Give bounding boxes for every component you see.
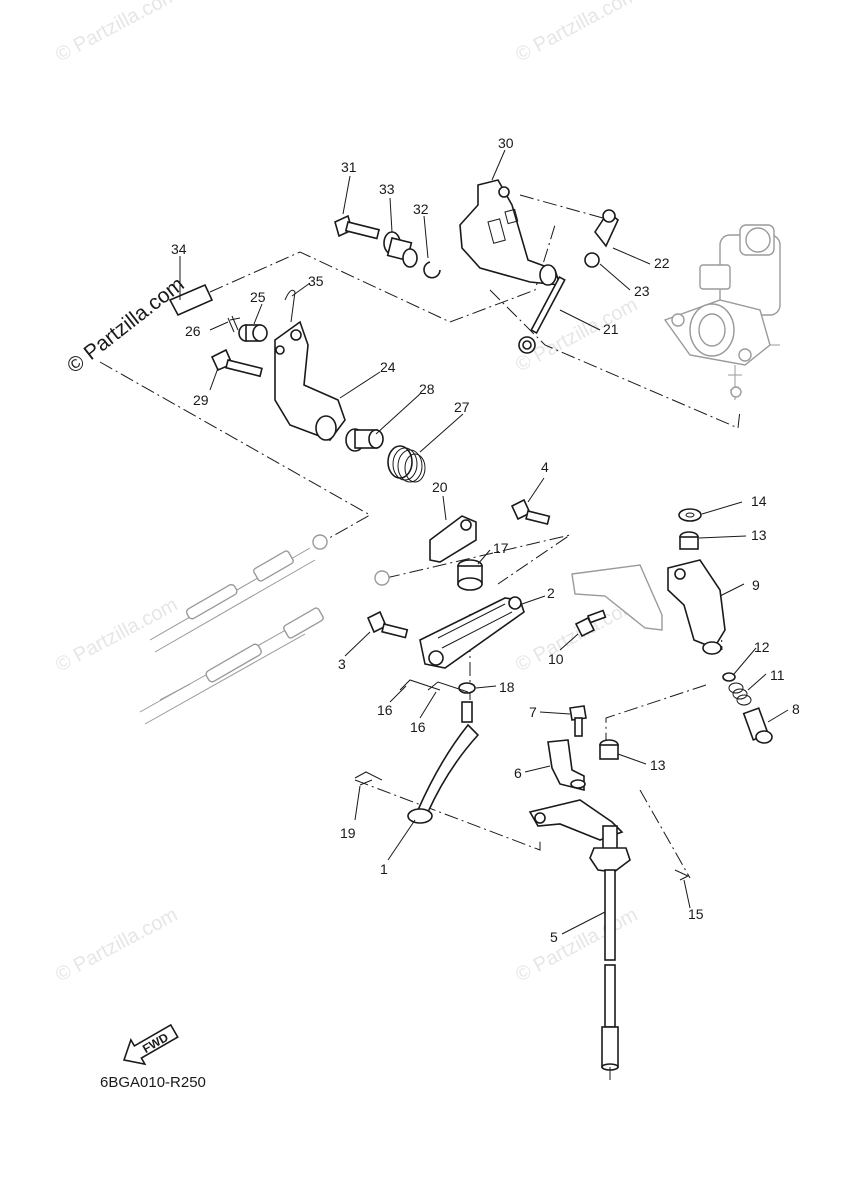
watermark: © Partzilla.com	[52, 904, 181, 987]
leader-lines	[179, 149, 789, 935]
callout-24: 24	[380, 359, 396, 375]
callout-31: 31	[341, 159, 357, 175]
part-21	[518, 276, 566, 354]
part-19	[354, 771, 383, 786]
callout-16: 16	[377, 702, 393, 718]
callout-13: 13	[751, 527, 767, 543]
callout-11: 11	[770, 667, 785, 683]
parts	[168, 179, 773, 1080]
watermark: © Partzilla.com	[52, 594, 181, 677]
part-16	[427, 681, 469, 693]
callout-15: 15	[688, 906, 704, 922]
watermark: © Partzilla.com	[512, 294, 641, 377]
callout-20: 20	[432, 479, 448, 495]
part-29	[210, 348, 263, 378]
callout-29: 29	[193, 392, 209, 408]
callout-25: 25	[250, 289, 266, 305]
callout-1: 1	[380, 861, 388, 877]
callout-3: 3	[338, 656, 346, 672]
callout-33: 33	[379, 181, 395, 197]
part-26	[227, 315, 239, 333]
part-34	[168, 283, 214, 317]
callout-27: 27	[454, 399, 470, 415]
callout-23: 23	[634, 283, 650, 299]
part-15	[674, 869, 690, 881]
callout-30: 30	[498, 135, 514, 151]
part-12	[722, 672, 736, 682]
part-14	[678, 508, 702, 522]
part-1	[407, 701, 480, 824]
part-23	[584, 252, 600, 268]
part-33	[383, 231, 418, 268]
callout-13: 13	[650, 757, 666, 773]
part-13	[599, 739, 619, 760]
callout-18: 18	[499, 679, 515, 695]
part-8	[742, 707, 773, 744]
part-11	[728, 682, 752, 706]
callout-28: 28	[419, 381, 435, 397]
callout-14: 14	[751, 493, 767, 509]
callout-12: 12	[754, 639, 770, 655]
part-3	[366, 610, 409, 639]
callout-32: 32	[413, 201, 429, 217]
callout-35: 35	[308, 273, 324, 289]
part-24	[274, 320, 346, 441]
callout-19: 19	[340, 825, 356, 841]
diagram-code: 6BGA010-R250	[100, 1074, 206, 1091]
callout-34: 34	[171, 241, 187, 257]
fwd-arrow: FWD	[122, 1023, 179, 1066]
callout-9: 9	[752, 577, 760, 593]
callout-5: 5	[550, 929, 558, 945]
part-16	[399, 679, 441, 691]
callout-4: 4	[541, 459, 549, 475]
callout-2: 2	[547, 585, 555, 601]
part-32	[423, 261, 441, 279]
watermark-main: © Partzilla.com	[63, 273, 189, 378]
callout-17: 17	[493, 540, 509, 556]
part-4	[510, 498, 551, 526]
callout-6: 6	[514, 765, 522, 781]
part-10	[574, 609, 607, 638]
part-10-bracket	[571, 564, 663, 631]
part-13	[679, 531, 699, 550]
callout-22: 22	[654, 255, 670, 271]
part-7	[569, 705, 587, 737]
part-25	[238, 324, 268, 342]
callout-21: 21	[603, 321, 619, 337]
watermark: © Partzilla.com	[512, 0, 641, 66]
callout-labels: 31 33 32 30 34 35 25 26 24 29 28 27 22 2…	[171, 135, 800, 945]
callout-7: 7	[529, 704, 537, 720]
part-5	[528, 799, 631, 1080]
watermark: © Partzilla.com	[512, 904, 641, 987]
throttle-body-ghost	[663, 224, 781, 400]
part-31	[334, 214, 381, 240]
part-35	[284, 289, 296, 323]
watermark: © Partzilla.com	[52, 0, 181, 66]
callout-8: 8	[792, 701, 800, 717]
callout-10: 10	[548, 651, 564, 667]
callout-16: 16	[410, 719, 426, 735]
part-27	[387, 445, 426, 483]
part-28	[345, 428, 384, 452]
part-17	[457, 559, 483, 591]
cables-ghost	[139, 534, 390, 725]
callout-26: 26	[185, 323, 201, 339]
